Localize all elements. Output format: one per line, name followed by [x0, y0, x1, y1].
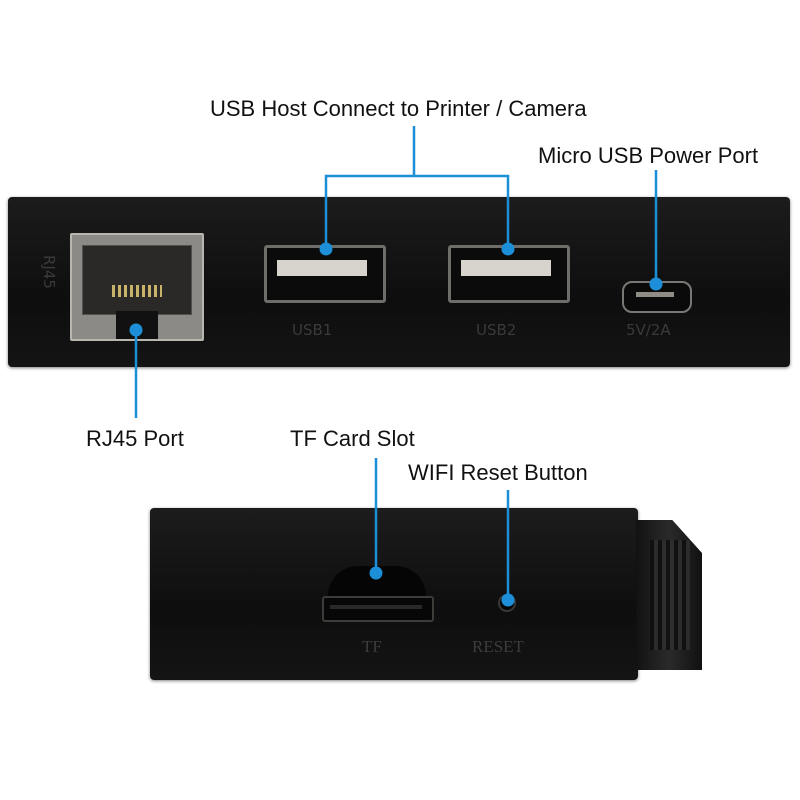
micro-usb-callout: Micro USB Power Port — [538, 143, 759, 168]
power-print: 5V/2A — [626, 321, 671, 339]
micro-usb-port-icon[interactable] — [622, 281, 692, 313]
rj45-callout: RJ45 Port — [86, 426, 184, 451]
usb1-print: USB1 — [292, 321, 333, 339]
usb-a-port-icon[interactable] — [264, 245, 386, 303]
rj45-print: RJ45 — [40, 255, 58, 289]
usb2-print: USB2 — [476, 321, 517, 339]
device-side-connector — [636, 520, 702, 670]
tf-print: TF — [362, 637, 382, 656]
device-side-panel: TF RESET — [150, 508, 638, 680]
reset-button-icon[interactable] — [498, 594, 516, 612]
tf-slot-callout: TF Card Slot — [290, 426, 415, 451]
device-front-panel: RJ45 USB1 USB2 5V/2A — [8, 197, 790, 367]
usb-a-port-icon[interactable] — [448, 245, 570, 303]
reset-print: RESET — [472, 637, 524, 656]
ethernet-port-icon[interactable] — [70, 233, 204, 341]
tf-card-slot-icon[interactable] — [322, 596, 434, 622]
wifi-reset-callout: WIFI Reset Button — [408, 460, 588, 485]
usb-host-callout: USB Host Connect to Printer / Camera — [210, 96, 587, 121]
tf-card-notch — [328, 566, 426, 596]
